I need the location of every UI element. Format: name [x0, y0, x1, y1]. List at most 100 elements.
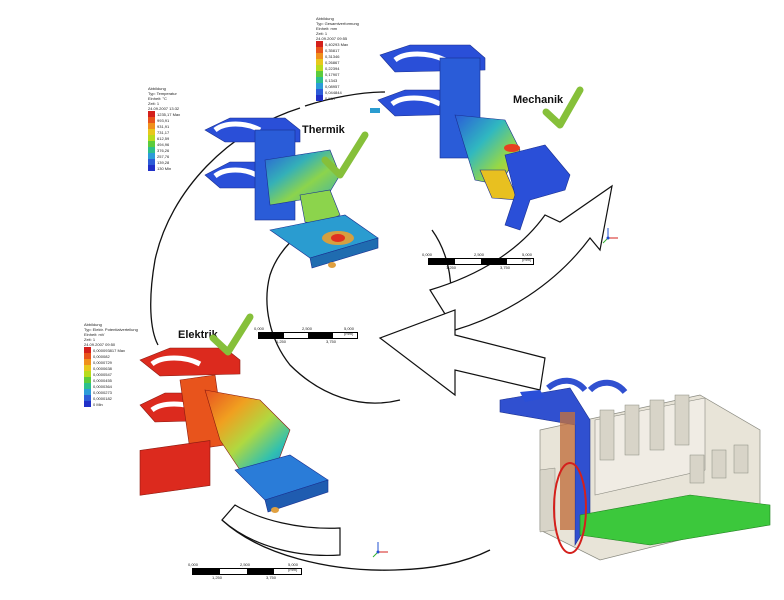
legend-row: 0,1343	[316, 77, 359, 83]
scale-tick: 0,000	[422, 252, 433, 257]
scale-tick: 1,250	[446, 265, 457, 270]
legend-swatch	[84, 365, 91, 371]
scale-tick: 0,000	[188, 562, 199, 567]
legend-header-line: 24.09.2007 13:32	[148, 106, 180, 111]
legend-swatch	[316, 59, 323, 65]
legend-row: 0,0000182	[84, 395, 138, 401]
legend-swatch	[84, 347, 91, 353]
legend-value: 0 Min	[325, 95, 335, 101]
legend-swatch	[148, 117, 155, 123]
legend-swatch	[84, 353, 91, 359]
legend-row: 993,91	[148, 117, 180, 123]
legend-swatch	[316, 41, 323, 47]
axis-triad-icon	[602, 228, 618, 244]
legend-row: 612,59	[148, 135, 180, 141]
legend-value: 376,26	[157, 147, 170, 153]
legend-swatch	[84, 359, 91, 365]
legend-header-line: 24.09.2007 09:50	[84, 342, 116, 347]
legend-row: 130 Min	[148, 165, 180, 171]
legend-value: 0,26867	[325, 59, 340, 65]
legend-row: 0,0000729	[84, 359, 138, 365]
legend-row: 0 Min	[316, 95, 359, 101]
scale-tick: 5,000 (mm)	[522, 252, 533, 262]
legend-header-line: Typ: Temperatur	[148, 91, 177, 96]
legend-value: 0,08957	[325, 83, 340, 89]
scale-tick: 3,750	[266, 575, 277, 580]
thermik-check-icon	[321, 131, 369, 179]
legend-row: 0,0000638	[84, 365, 138, 371]
legend-row: 257,76	[148, 153, 180, 159]
legend-value: 931,91	[157, 123, 170, 129]
legend-swatch	[148, 135, 155, 141]
legend-swatch	[316, 95, 323, 101]
legend-swatch	[148, 165, 155, 171]
axis-triad-icon	[372, 542, 388, 558]
legend-swatch	[148, 159, 155, 165]
mechanik-legend: Abbildung Typ: Gesamtverformung Einheit:…	[316, 16, 359, 101]
mechanik-model	[370, 44, 571, 231]
legend-swatch	[316, 89, 323, 95]
legend-value: 0,0000547	[93, 371, 112, 377]
scale-tick: 3,750	[500, 265, 511, 270]
legend-value: 0,0000273	[93, 389, 112, 395]
legend-row: 0,0000455	[84, 377, 138, 383]
legend-row: 0,22394	[316, 65, 359, 71]
elektrik-model	[139, 347, 329, 513]
legend-value: 0,40293 Max	[325, 41, 349, 47]
legend-value: 0,17907	[325, 71, 340, 77]
legend-header-line: Typ: Gesamtverformung	[316, 21, 359, 26]
legend-swatch	[84, 389, 91, 395]
scale-tick: 3,750	[326, 339, 337, 344]
cycle-arrow-center	[378, 309, 546, 397]
legend-swatch	[84, 377, 91, 383]
thermik-legend: Abbildung Typ: Temperatur Einheit: °C Ze…	[148, 86, 180, 171]
legend-value: 993,91	[157, 117, 170, 123]
legend-swatch	[148, 111, 155, 117]
connector-assembly	[499, 377, 771, 561]
legend-row: 376,26	[148, 147, 180, 153]
legend-row: 139,28	[148, 159, 180, 165]
legend-value: 130 Min	[157, 165, 172, 171]
legend-header-line: Typ: Elektr. Potentialverteilung	[84, 327, 138, 332]
scale-tick: 0,000	[254, 326, 265, 331]
legend-header-line: Zeit: 1	[84, 337, 96, 342]
legend-value: 0,0000364	[93, 383, 112, 389]
legend-header-line: Einheit: mV	[84, 332, 105, 337]
legend-row: 0,000082	[84, 353, 138, 359]
legend-row: 731,17	[148, 129, 180, 135]
legend-swatch	[148, 141, 155, 147]
legend-swatch	[148, 123, 155, 129]
legend-row: 0,17907	[316, 71, 359, 77]
legend-value: 0,31346	[325, 53, 340, 59]
scale-tick: 1,250	[212, 575, 223, 580]
legend-swatch	[84, 401, 91, 407]
legend-header-line: Abbildung	[148, 86, 166, 91]
legend-value: 0,22394	[325, 65, 340, 71]
legend-header-line: Zeit: 1	[316, 31, 328, 36]
legend-value: 494,96	[157, 141, 170, 147]
elektrik-legend: Abbildung Typ: Elektr. Potentialverteilu…	[84, 322, 138, 407]
legend-row: 0,000093817 Max	[84, 347, 138, 353]
legend-value: 0,0000455	[93, 377, 112, 383]
outer-arc-bottom	[221, 519, 491, 571]
legend-value: 0,0000182	[93, 395, 112, 401]
legend-row: 0,26867	[316, 59, 359, 65]
legend-swatch	[148, 129, 155, 135]
legend-value: 0,0000638	[93, 365, 112, 371]
legend-value: 0,35817	[325, 47, 340, 53]
legend-swatch	[316, 83, 323, 89]
legend-row: 931,91	[148, 123, 180, 129]
legend-swatch	[316, 77, 323, 83]
legend-value: 139,28	[157, 159, 170, 165]
scale-bar-mechanik: 0,000 2,500 5,000 (mm) 1,250 3,750	[422, 252, 534, 271]
legend-row: 0,0000364	[84, 383, 138, 389]
thermik-model	[204, 117, 379, 269]
legend-row: 0 Min	[84, 401, 138, 407]
scale-tick: 1,250	[276, 339, 287, 344]
legend-value: 257,76	[157, 153, 170, 159]
legend-header-line: Abbildung	[84, 322, 102, 327]
scale-tick: 5,000 (mm)	[344, 326, 355, 336]
legend-value: 0,044844	[325, 89, 342, 95]
legend-value: 0,000093817 Max	[93, 347, 126, 353]
